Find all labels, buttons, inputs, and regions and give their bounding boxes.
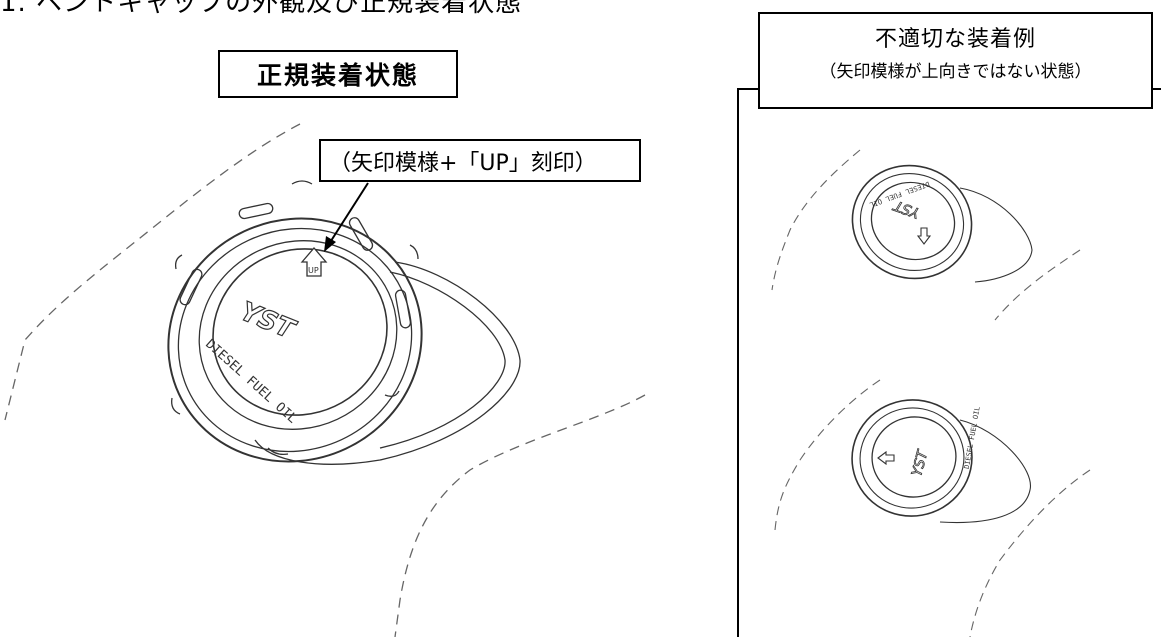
yst-logo: YST: [236, 297, 301, 346]
section-heading: 1. ベントキャップの外観及び正規装着状態: [0, 0, 523, 18]
fuel-oil-marking-bottom: DIESEL FUEL OIL: [963, 406, 982, 470]
improper-frame-top-right: [1151, 88, 1161, 90]
yst-logo-bottom: YST: [909, 447, 932, 478]
up-mark: UP: [308, 266, 319, 275]
fuel-oil-marking: DIESEL FUEL OIL: [202, 337, 299, 427]
improper-subtitle: （矢印模様が上向きではない状態）: [819, 62, 1092, 82]
improper-cap-bottom-drawing: [774, 379, 1091, 637]
improper-frame-top: [737, 88, 759, 90]
improper-frame-left: [737, 88, 739, 637]
engraving-callout: （矢印模様+「UP」刻印）: [319, 139, 641, 182]
improper-cap-top-drawing: [771, 149, 1081, 321]
improper-title: 不適切な装着例: [874, 27, 1036, 52]
improper-example-box: 不適切な装着例 （矢印模様が上向きではない状態）: [758, 12, 1153, 109]
proper-state-label: 正規装着状態: [218, 50, 458, 98]
proper-cap-drawing: [4, 123, 646, 637]
